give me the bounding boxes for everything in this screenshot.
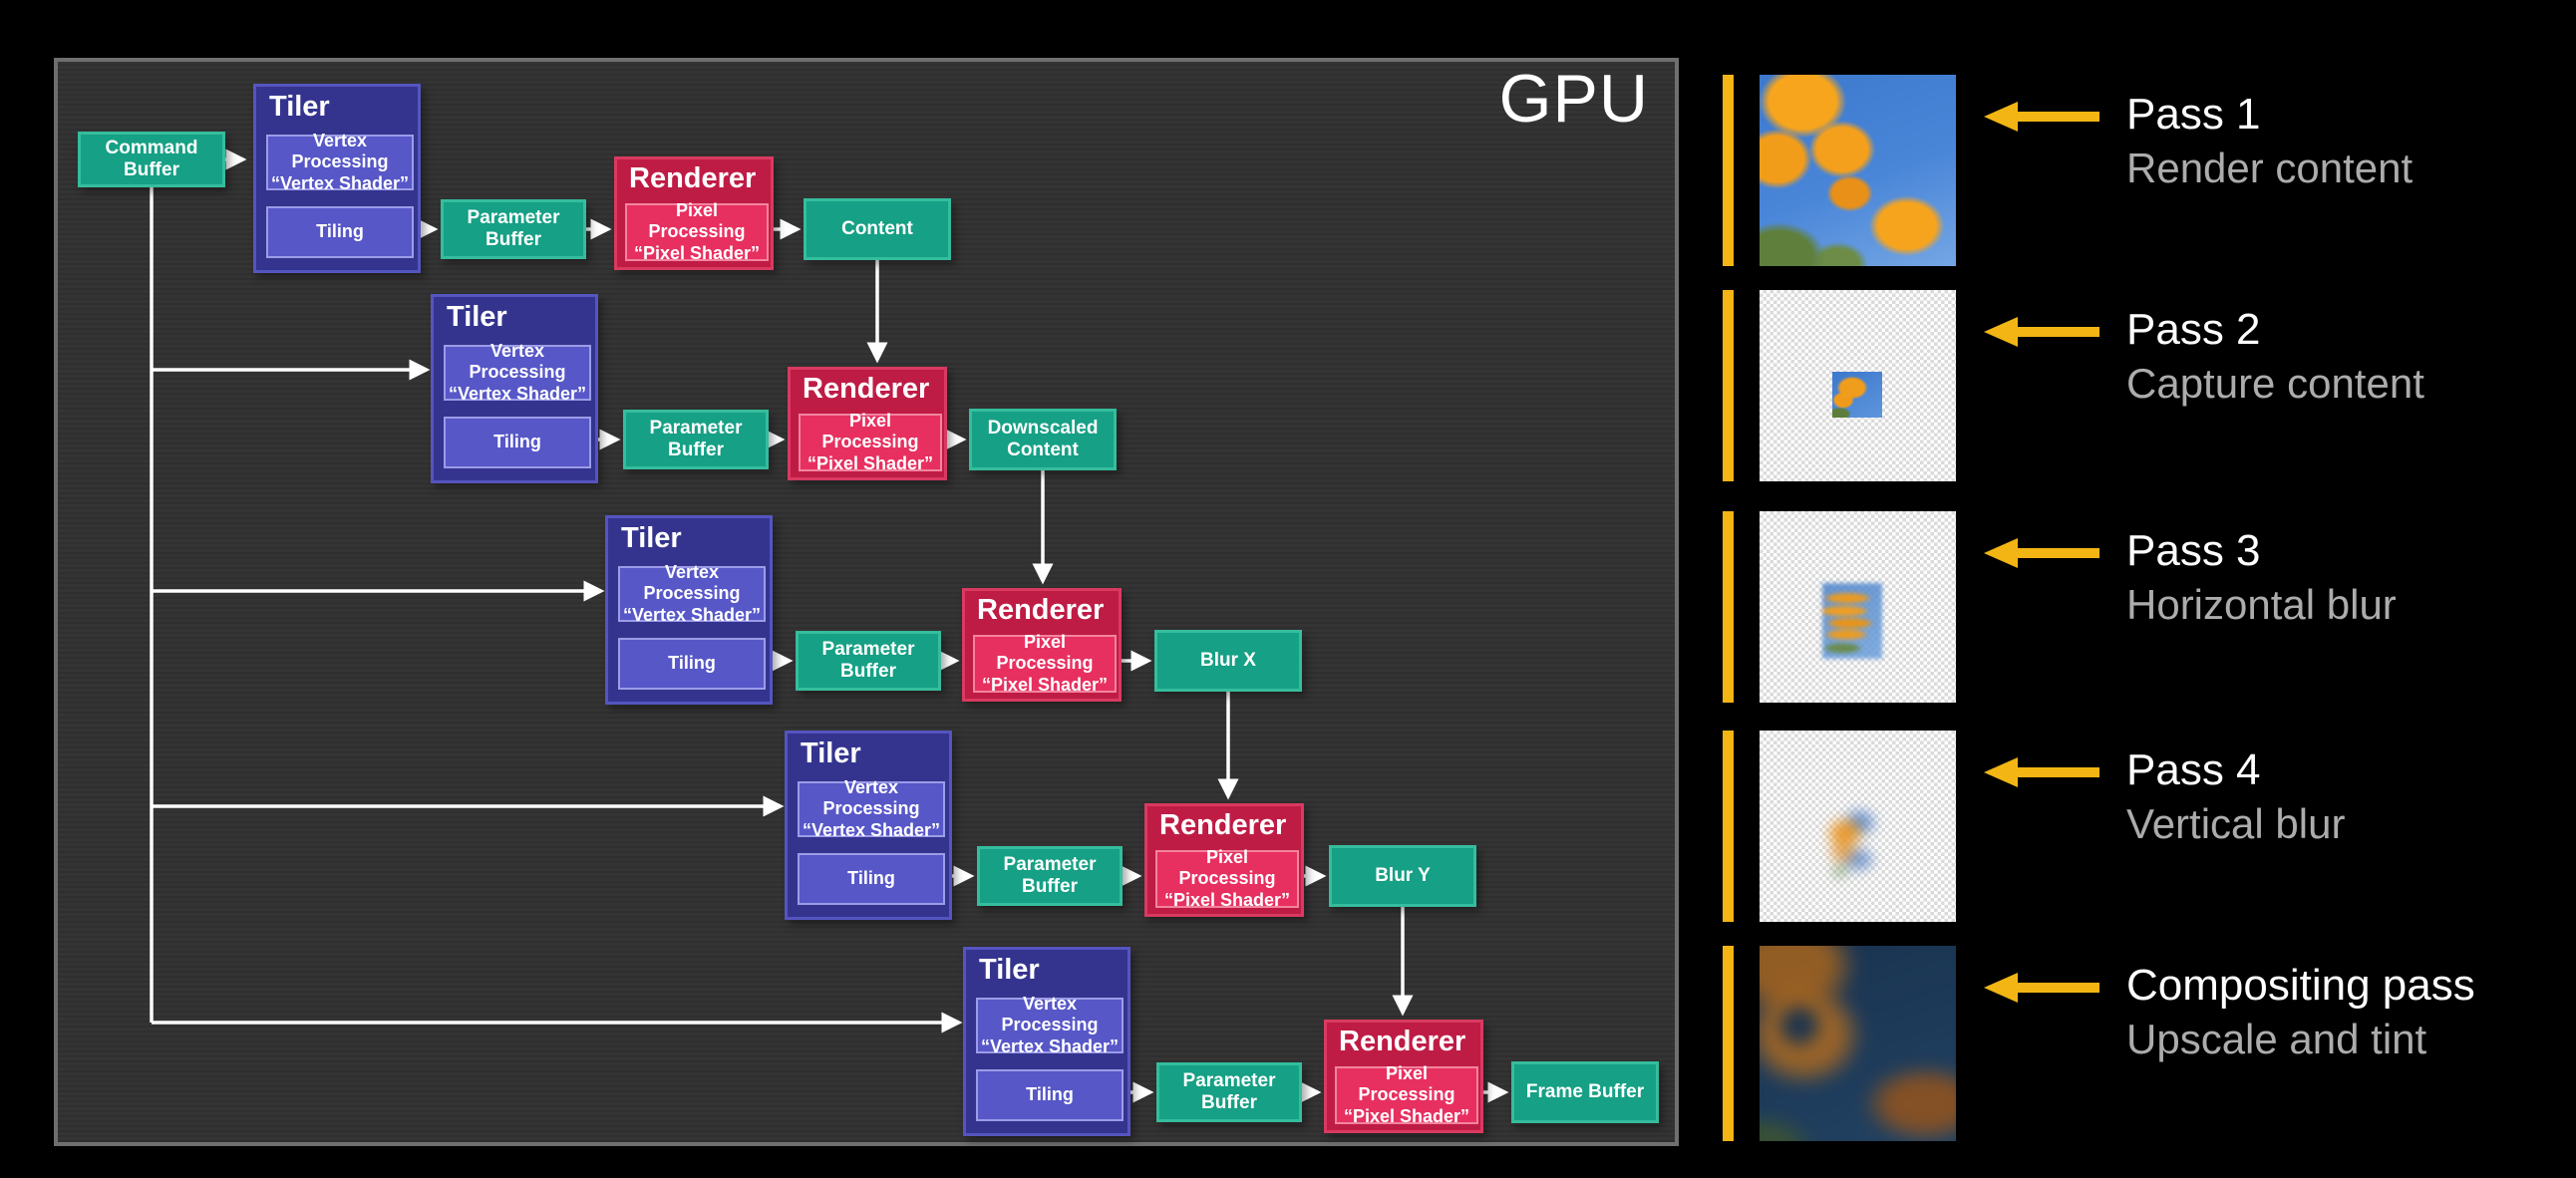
tiler-box-3: Tiler Vertex Processing “Vertex Shader” … [605, 515, 773, 705]
left-arrow-icon [1984, 973, 2099, 1003]
pixel-processing-box: Pixel Processing “Pixel Shader” [973, 632, 1117, 695]
left-arrow-icon [1984, 538, 2099, 568]
pass-row-2: Pass 2 Capture content [1723, 290, 2566, 481]
parameter-buffer-box-2: Parameter Buffer [623, 410, 769, 469]
pass-accent-bar [1723, 511, 1734, 703]
blur-x-box: Blur X [1154, 630, 1302, 692]
tiler-title: Tiler [269, 91, 330, 123]
tiler-title: Tiler [447, 301, 507, 333]
pixel-processing-box: Pixel Processing “Pixel Shader” [1335, 1063, 1478, 1126]
vertex-processing-box: Vertex Processing “Vertex Shader” [976, 994, 1124, 1056]
renderer-title: Renderer [629, 162, 757, 194]
compositing-thumbnail [1760, 946, 1956, 1141]
pixel-processing-box: Pixel Processing “Pixel Shader” [625, 200, 769, 263]
pixel-processing-box: Pixel Processing “Pixel Shader” [1155, 847, 1299, 910]
gpu-title: GPU [1498, 61, 1649, 137]
pass-row-1: Pass 1 Render content [1723, 75, 2566, 266]
pixel-processing-box: Pixel Processing “Pixel Shader” [799, 411, 942, 473]
parameter-buffer-box-5: Parameter Buffer [1156, 1062, 1302, 1122]
renderer-box-5: Renderer Pixel Processing “Pixel Shader” [1324, 1020, 1483, 1133]
pass-accent-bar [1723, 290, 1734, 481]
renderer-title: Renderer [1339, 1026, 1466, 1057]
vertex-processing-box: Vertex Processing “Vertex Shader” [444, 341, 591, 404]
renderer-title: Renderer [977, 594, 1105, 626]
parameter-buffer-box-3: Parameter Buffer [796, 631, 941, 691]
pass-row-5: Compositing pass Upscale and tint [1723, 946, 2566, 1141]
vertex-processing-box: Vertex Processing “Vertex Shader” [798, 777, 945, 840]
tiler-box-5: Tiler Vertex Processing “Vertex Shader” … [963, 947, 1130, 1136]
frame-buffer-box: Frame Buffer [1511, 1061, 1659, 1123]
pass4-thumbnail [1760, 731, 1956, 922]
renderer-box-2: Renderer Pixel Processing “Pixel Shader” [788, 367, 947, 480]
left-arrow-icon [1984, 757, 2099, 787]
pass-row-4: Pass 4 Vertical blur [1723, 731, 2566, 922]
blur-y-box: Blur Y [1329, 845, 1476, 907]
renderer-title: Renderer [803, 373, 930, 405]
vertical-blur-mini [1817, 796, 1883, 884]
pass-subtitle: Upscale and tint [2126, 1016, 2427, 1062]
renderer-box-1: Renderer Pixel Processing “Pixel Shader” [614, 156, 774, 270]
tiling-box: Tiling [976, 1069, 1124, 1121]
renderer-title: Renderer [1159, 809, 1287, 841]
tiling-box: Tiling [798, 853, 945, 905]
pass-title: Pass 1 [2126, 90, 2261, 139]
pass-subtitle: Render content [2126, 145, 2414, 191]
upscaled-tinted-blur [1760, 946, 1956, 1141]
horizontal-blur-mini [1822, 583, 1882, 659]
tint-overlay [1760, 946, 1956, 1141]
pass2-thumbnail [1760, 290, 1956, 481]
pass-title: Pass 4 [2126, 745, 2261, 794]
tiling-box: Tiling [266, 206, 414, 258]
tiler-box-4: Tiler Vertex Processing “Vertex Shader” … [785, 731, 952, 920]
left-arrow-icon [1984, 317, 2099, 347]
content-box: Content [804, 198, 951, 260]
pass-accent-bar [1723, 731, 1734, 922]
renderer-box-3: Renderer Pixel Processing “Pixel Shader” [962, 588, 1122, 702]
pass-subtitle: Vertical blur [2126, 800, 2346, 847]
command-buffer-box: Command Buffer [78, 132, 225, 187]
pass1-thumbnail [1760, 75, 1956, 266]
gpu-panel: GPU [54, 58, 1679, 1146]
tiler-title: Tiler [979, 954, 1040, 986]
pass-subtitle: Capture content [2126, 360, 2424, 407]
downscaled-content-box: Downscaled Content [969, 409, 1117, 470]
parameter-buffer-box-1: Parameter Buffer [441, 199, 586, 259]
tiling-box: Tiling [444, 417, 591, 468]
pass-title: Compositing pass [2126, 961, 2475, 1010]
left-arrow-icon [1984, 102, 2099, 132]
tiler-box-2: Tiler Vertex Processing “Vertex Shader” … [431, 294, 598, 483]
vertex-processing-box: Vertex Processing “Vertex Shader” [266, 131, 414, 193]
tiler-title: Tiler [621, 522, 682, 554]
tiler-title: Tiler [801, 737, 861, 769]
pass-row-3: Pass 3 Horizontal blur [1723, 511, 2566, 703]
poppy-photo [1760, 75, 1956, 266]
pass3-thumbnail [1760, 511, 1956, 703]
pass-accent-bar [1723, 946, 1734, 1141]
tiler-box-1: Tiler Vertex Processing “Vertex Shader” … [253, 84, 421, 273]
renderer-box-4: Renderer Pixel Processing “Pixel Shader” [1144, 803, 1304, 917]
pass-subtitle: Horizontal blur [2126, 581, 2397, 628]
vertex-processing-box: Vertex Processing “Vertex Shader” [618, 562, 766, 625]
pass-title: Pass 3 [2126, 526, 2261, 575]
parameter-buffer-box-4: Parameter Buffer [977, 846, 1123, 906]
tiling-box: Tiling [618, 638, 766, 690]
pass-accent-bar [1723, 75, 1734, 266]
pass-title: Pass 2 [2126, 305, 2261, 354]
captured-content-mini [1832, 372, 1882, 418]
